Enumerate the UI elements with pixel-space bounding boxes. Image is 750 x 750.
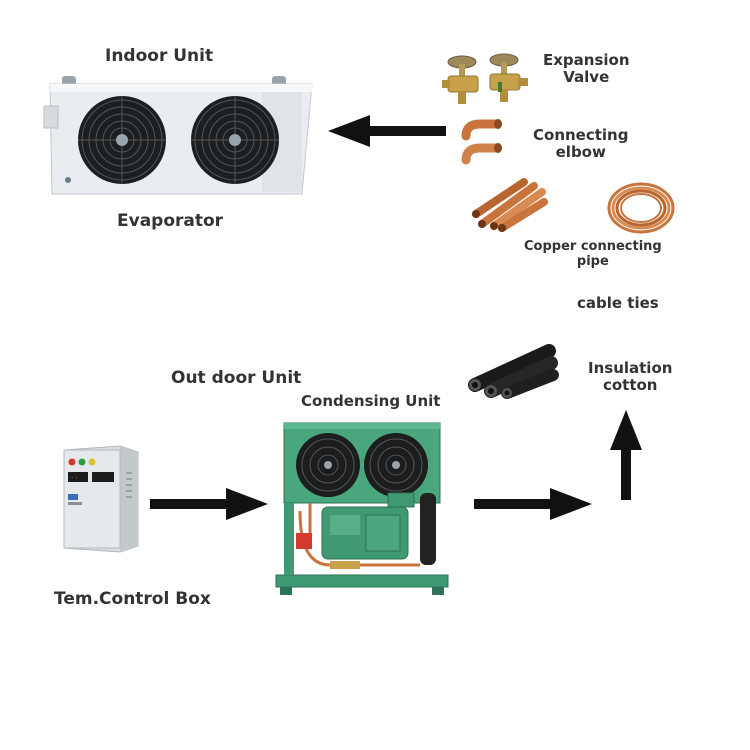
insulation-cotton-label: Insulation cotton bbox=[588, 359, 673, 395]
elbow-image bbox=[461, 119, 502, 165]
evaporator-fan-right bbox=[191, 96, 279, 184]
condensing-unit-image bbox=[275, 422, 449, 595]
evaporator-unit-image bbox=[43, 76, 313, 195]
copper-pipe-image bbox=[472, 178, 548, 232]
arrow-right-condensing bbox=[474, 488, 592, 520]
insulation-tube-image bbox=[468, 344, 559, 399]
svg-text:--: -- bbox=[70, 474, 78, 482]
arrow-up bbox=[610, 410, 642, 500]
arrow-left bbox=[328, 115, 446, 147]
outdoor-unit-label: Out door Unit bbox=[171, 368, 302, 388]
expansion-valve-label: Expansion Valve bbox=[543, 51, 630, 87]
evaporator-fan-left bbox=[78, 96, 166, 184]
copper-coil-image bbox=[607, 182, 675, 234]
evaporator-label: Evaporator bbox=[117, 211, 224, 231]
copper-pipe-label: Copper connecting pipe bbox=[524, 239, 662, 269]
condensing-unit-label: Condensing Unit bbox=[301, 392, 441, 410]
control-box-label: Tem.Control Box bbox=[54, 589, 211, 609]
control-box-image: -- bbox=[63, 445, 139, 553]
expansion-valve-image bbox=[442, 53, 528, 104]
indoor-unit-label: Indoor Unit bbox=[105, 46, 214, 66]
connecting-elbow-label: Connecting elbow bbox=[533, 126, 629, 162]
arrow-right-control bbox=[150, 488, 268, 520]
cable-ties-label: cable ties bbox=[577, 294, 659, 312]
